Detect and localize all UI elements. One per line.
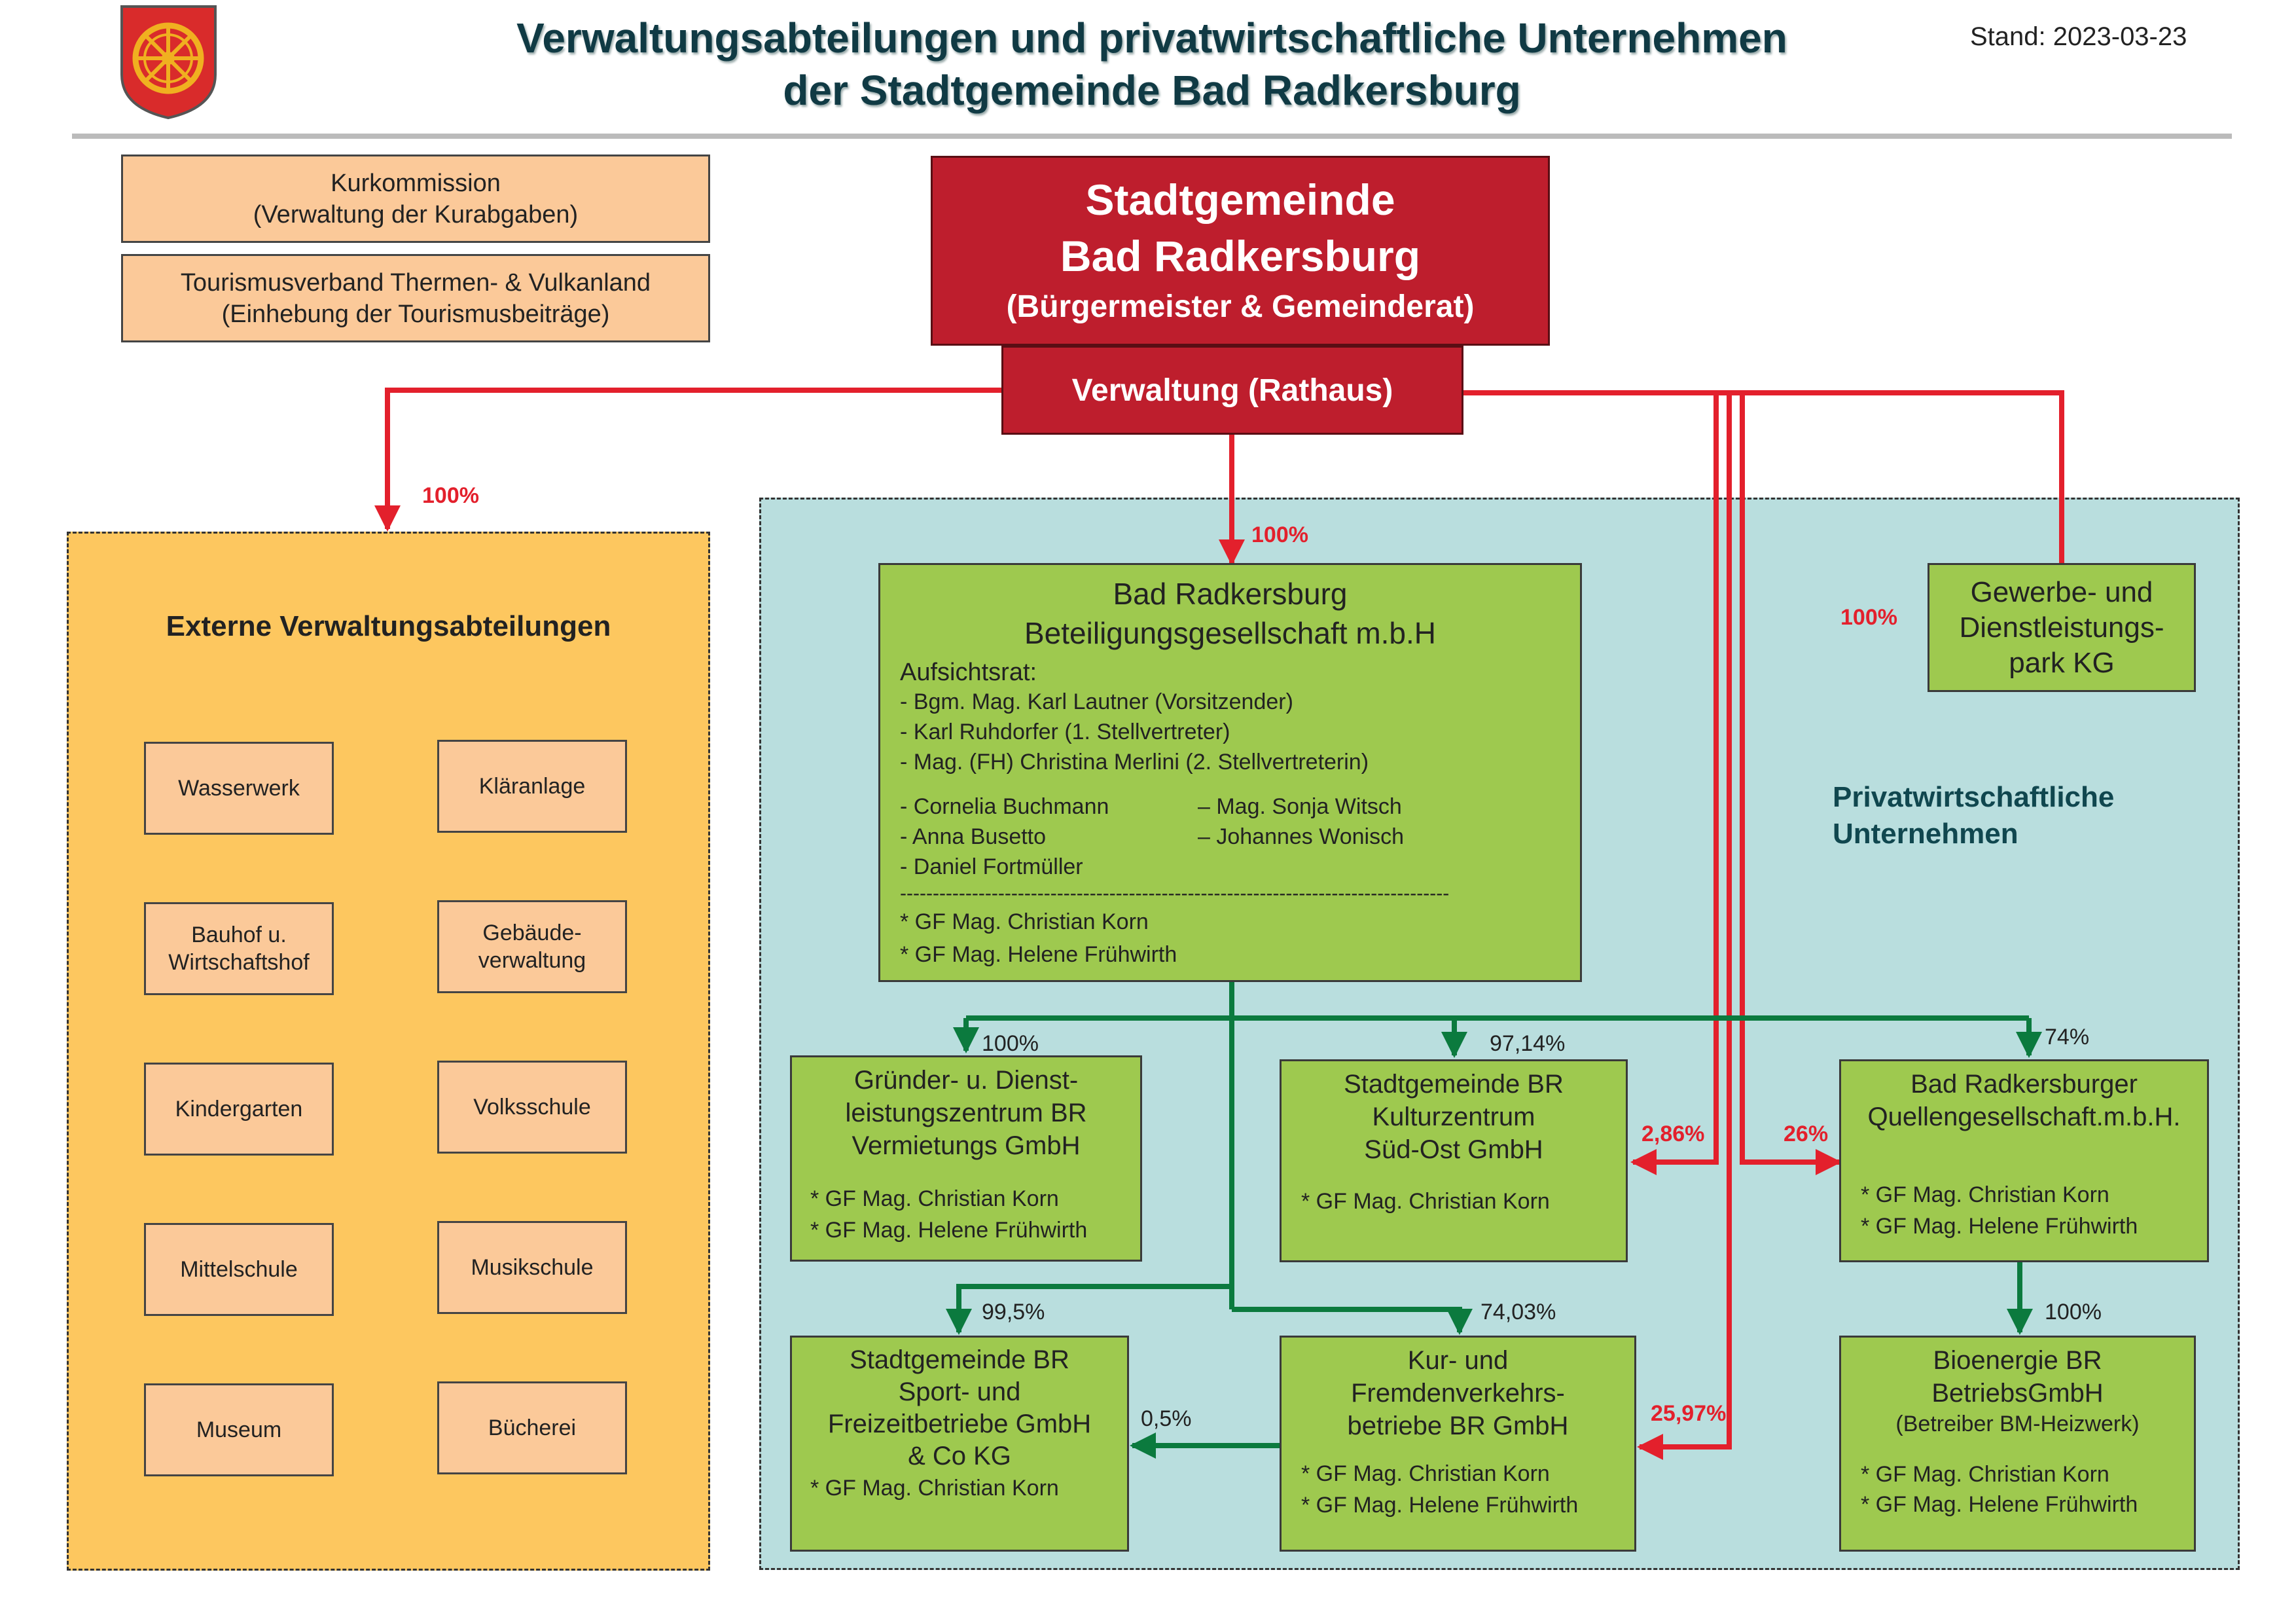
kurkommission-desc: (Verwaltung der Kurabgaben) bbox=[253, 200, 579, 228]
aufsichtsrat-member: - Karl Ruhdorfer (1. Stellvertreter) bbox=[900, 720, 1230, 744]
sport-share: 99,5% bbox=[982, 1300, 1045, 1324]
gf-line: * GF Mag. Helene Frühwirth bbox=[810, 1218, 1088, 1243]
aufsichtsrat-member: - Anna Busetto bbox=[900, 824, 1047, 849]
aufsichtsrat-member: - Daniel Fortmüller bbox=[900, 854, 1083, 879]
gewerbe-box: Gewerbe- und Dienstleistungs- park KG bbox=[1928, 563, 2196, 692]
quellen-box: Bad Radkersburger Quellengesellschaft.m.… bbox=[1839, 1059, 2209, 1262]
dept-mittelschule: Mittelschule bbox=[144, 1223, 334, 1316]
sport-box: Stadtgemeinde BR Sport- und Freizeitbetr… bbox=[790, 1336, 1129, 1552]
beteiligung-name1: Bad Radkersburg bbox=[1113, 577, 1348, 611]
beteiligung-share: 100% bbox=[1251, 522, 1308, 547]
gruender-share: 100% bbox=[982, 1031, 1039, 1056]
aufsichtsrat-member: – Mag. Sonja Witsch bbox=[1198, 794, 1402, 819]
stadtgemeinde-line1: Stadtgemeinde bbox=[1085, 175, 1395, 224]
kulturzentrum-box: Stadtgemeinde BR Kulturzentrum Süd-Ost G… bbox=[1280, 1059, 1628, 1262]
tourismusverband-box: Tourismusverband Thermen- & Vulkanland (… bbox=[121, 254, 710, 342]
beteiligung-name2: Beteiligungsgesellschaft m.b.H bbox=[1024, 616, 1436, 650]
aufsichtsrat-right-col: – Mag. Sonja Witsch – Johannes Wonisch bbox=[1198, 792, 1404, 882]
dept-buecherei: Bücherei bbox=[437, 1381, 627, 1474]
stadtgemeinde-box: Stadtgemeinde Bad Radkersburg (Bürgermei… bbox=[931, 156, 1550, 346]
sport-kur-share: 0,5% bbox=[1141, 1406, 1192, 1431]
kulturzentrum-direct-share: 2,86% bbox=[1641, 1122, 1705, 1146]
bioenergie-box: Bioenergie BR BetriebsGmbH (Betreiber BM… bbox=[1839, 1336, 2196, 1552]
gf-line: * GF Mag. Christian Korn bbox=[900, 909, 1149, 934]
tourismusverband-desc: (Einhebung der Tourismusbeiträge) bbox=[221, 300, 610, 328]
bioenergie-sub: (Betreiber BM-Heizwerk) bbox=[1895, 1412, 2140, 1436]
private-title: Privatwirtschaftliche Unternehmen bbox=[1833, 781, 2115, 850]
aufsichtsrat-member: - Bgm. Mag. Karl Lautner (Vorsitzender) bbox=[900, 689, 1293, 714]
quellen-direct-share: 26% bbox=[1784, 1122, 1829, 1146]
gf-line: * GF Mag. Helene Frühwirth bbox=[900, 942, 1177, 967]
dept-musikschule: Musikschule bbox=[437, 1221, 627, 1314]
kurkommission-name: Kurkommission bbox=[331, 169, 501, 197]
stadtgemeinde-line3: (Bürgermeister & Gemeinderat) bbox=[1006, 289, 1475, 324]
gf-line: * GF Mag. Christian Korn bbox=[1301, 1461, 1550, 1486]
gruender-box: Gründer- u. Dienst- leistungszentrum BR … bbox=[790, 1055, 1142, 1262]
gf-line: * GF Mag. Christian Korn bbox=[1301, 1189, 1550, 1214]
dept-wasserwerk: Wasserwerk bbox=[144, 742, 334, 835]
dept-volksschule: Volksschule bbox=[437, 1061, 627, 1154]
dept-kindergarten: Kindergarten bbox=[144, 1063, 334, 1156]
aufsichtsrat-member: - Mag. (FH) Christina Merlini (2. Stellv… bbox=[900, 750, 1369, 775]
gf-line: * GF Mag. Christian Korn bbox=[1861, 1182, 2109, 1207]
gf-line: * GF Mag. Christian Korn bbox=[1861, 1462, 2109, 1487]
kulturzentrum-share: 97,14% bbox=[1490, 1031, 1566, 1056]
beteiligung-box: Bad Radkersburg Beteiligungsgesellschaft… bbox=[878, 563, 1582, 982]
gewerbe-share: 100% bbox=[1840, 605, 1897, 630]
header-divider bbox=[72, 134, 2232, 139]
bioenergie-share: 100% bbox=[2045, 1300, 2102, 1324]
line-to-quellen bbox=[1463, 390, 1842, 1175]
dept-museum: Museum bbox=[144, 1383, 334, 1476]
aufsichtsrat-left-col: - Cornelia Buchmann - Anna Busetto - Dan… bbox=[900, 792, 1198, 882]
beteiligung-divider: ----------------------------------------… bbox=[900, 883, 1450, 904]
title-line-2: der Stadtgemeinde Bad Radkersburg bbox=[783, 67, 1521, 114]
line-to-external bbox=[374, 388, 1001, 532]
kurkommission-box: Kurkommission (Verwaltung der Kurabgaben… bbox=[121, 155, 710, 243]
verwaltung-rathaus-box: Verwaltung (Rathaus) bbox=[1001, 346, 1463, 435]
kur-share: 74,03% bbox=[1480, 1300, 1556, 1324]
verwaltung-label: Verwaltung (Rathaus) bbox=[1071, 373, 1393, 408]
stadtgemeinde-line2: Bad Radkersburg bbox=[1060, 232, 1421, 280]
line-to-sport bbox=[946, 1284, 1232, 1335]
gf-line: * GF Mag. Christian Korn bbox=[810, 1476, 1059, 1501]
page-title: Verwaltungsabteilungen und privatwirtsch… bbox=[367, 12, 1937, 117]
gf-line: * GF Mag. Helene Frühwirth bbox=[1861, 1492, 2138, 1517]
gf-line: * GF Mag. Christian Korn bbox=[810, 1186, 1059, 1211]
line-to-gewerbe bbox=[1463, 390, 2064, 563]
external-title: Externe Verwaltungsabteilungen bbox=[166, 610, 611, 642]
aufsichtsrat-columns: - Cornelia Buchmann - Anna Busetto - Dan… bbox=[900, 792, 1560, 882]
aufsichtsrat-member: - Cornelia Buchmann bbox=[900, 794, 1109, 819]
quellen-share: 74% bbox=[2045, 1025, 2090, 1049]
dept-bauhof: Bauhof u.Wirtschaftshof bbox=[144, 902, 334, 995]
stand-date: Stand: 2023-03-23 bbox=[1970, 22, 2187, 51]
gf-line: * GF Mag. Helene Frühwirth bbox=[1861, 1214, 2138, 1239]
kur-box: Kur- und Fremdenverkehrs- betriebe BR Gm… bbox=[1280, 1336, 1636, 1552]
tourismusverband-name: Tourismusverband Thermen- & Vulkanland bbox=[180, 268, 651, 297]
external-share: 100% bbox=[422, 483, 479, 508]
kur-direct-share: 25,97% bbox=[1651, 1401, 1727, 1426]
coat-of-arms-logo bbox=[118, 3, 219, 120]
aufsichtsrat-member: – Johannes Wonisch bbox=[1198, 824, 1405, 849]
dept-gebaeudeverwaltung: Gebäude-verwaltung bbox=[437, 900, 627, 993]
title-line-1: Verwaltungsabteilungen und privatwirtsch… bbox=[516, 14, 1787, 62]
gf-line: * GF Mag. Helene Frühwirth bbox=[1301, 1493, 1579, 1518]
aufsichtsrat-label: Aufsichtsrat: bbox=[900, 659, 1037, 686]
dept-klaeranlage: Kläranlage bbox=[437, 740, 627, 833]
line-to-kur-green bbox=[1232, 1307, 1473, 1335]
